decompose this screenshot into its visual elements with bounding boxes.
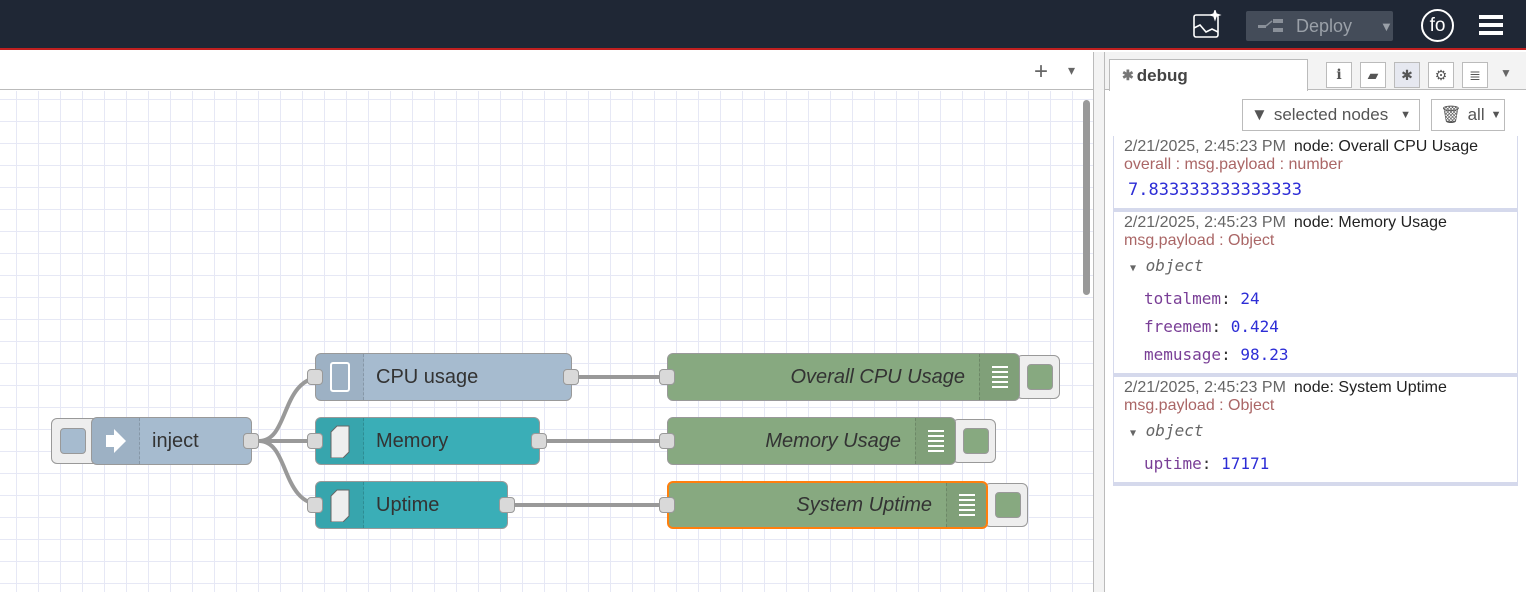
add-flow-button[interactable]: + (1034, 58, 1049, 85)
deploy-button[interactable]: Deploy ▼ (1246, 11, 1393, 41)
list-icon (946, 483, 986, 527)
node-debug-overall-cpu[interactable]: Overall CPU Usage (667, 353, 1020, 401)
book-icon: ▰ (1367, 66, 1379, 83)
memory-input-port[interactable] (307, 433, 323, 449)
cpu-output-port[interactable] (563, 369, 579, 385)
info-icon: i (1336, 67, 1342, 83)
sidebar: ✱debug i ▰ ✱ ⚙ ≣ ▼ ▼selected nodes▼ 🗑all… (1105, 52, 1526, 592)
info-tab-button[interactable]: i (1326, 62, 1352, 88)
debug-toggle-button[interactable] (1016, 355, 1060, 399)
wire-inject-uptime (258, 439, 324, 507)
config-tab-button[interactable]: ⚙ (1428, 62, 1454, 88)
flow-canvas[interactable]: inject CPU usage Memory Uptime Overall C… (0, 91, 1093, 592)
deploy-label: Deploy (1296, 15, 1353, 36)
trash-icon: 🗑 (1440, 105, 1462, 124)
tab-debug[interactable]: ✱debug (1109, 59, 1308, 91)
caret-down-icon: ▼ (1130, 428, 1137, 439)
header-bar: Deploy ▼ fo (0, 0, 1526, 50)
filter-icon: ▼ (1251, 105, 1268, 124)
object-property: uptime: 17171 (1144, 454, 1270, 473)
server-icon (316, 482, 364, 528)
flow-list-dropdown[interactable]: ▾ (1068, 62, 1076, 78)
node-uptime[interactable]: Uptime (315, 481, 508, 529)
server-icon (316, 418, 364, 464)
arrow-right-icon (92, 418, 140, 464)
object-property: totalmem: 24 (1144, 289, 1260, 308)
object-property: memusage: 98.23 (1144, 345, 1289, 364)
debug-filter-select[interactable]: ▼selected nodes▼ (1242, 99, 1420, 131)
chevron-down-icon: ▼ (1400, 109, 1411, 121)
debug-memory-input-port[interactable] (659, 433, 675, 449)
debug-uptime-input-port[interactable] (659, 497, 675, 513)
wire-inject-cpu (258, 375, 324, 443)
flow-image-icon[interactable] (1190, 8, 1224, 42)
debug-tab-button[interactable]: ✱ (1394, 62, 1420, 88)
debug-cpu-input-port[interactable] (659, 369, 675, 385)
help-tab-button[interactable]: ▰ (1360, 62, 1386, 88)
node-cpu-usage[interactable]: CPU usage (315, 353, 572, 401)
menu-icon[interactable] (1479, 14, 1503, 36)
cpu-input-port[interactable] (307, 369, 323, 385)
context-tab-button[interactable]: ≣ (1462, 62, 1488, 88)
node-inject[interactable]: inject (91, 417, 252, 465)
chevron-down-icon: ▼ (1490, 109, 1502, 121)
clear-debug-button[interactable]: 🗑all▼ (1431, 99, 1505, 131)
uptime-input-port[interactable] (307, 497, 323, 513)
bug-icon: ✱ (1401, 66, 1413, 83)
object-toggle[interactable]: ▼ object (1130, 256, 1204, 275)
database-icon: ≣ (1469, 66, 1481, 83)
deploy-dropdown-icon[interactable]: ▼ (1380, 18, 1393, 34)
sidebar-splitter[interactable] (1093, 52, 1105, 592)
canvas-scrollbar[interactable] (1083, 100, 1090, 295)
inject-output-port[interactable] (243, 433, 259, 449)
gear-icon: ⚙ (1434, 66, 1448, 83)
uptime-output-port[interactable] (499, 497, 515, 513)
sidebar-tabs-dropdown-icon[interactable]: ▼ (1500, 66, 1512, 80)
chip-icon (316, 354, 364, 400)
object-property: freemem: 0.424 (1144, 317, 1279, 336)
caret-down-icon: ▼ (1130, 263, 1137, 274)
node-debug-system-uptime[interactable]: System Uptime (667, 481, 988, 529)
user-avatar[interactable]: fo (1421, 9, 1454, 42)
list-icon (979, 354, 1019, 400)
list-icon (915, 418, 955, 464)
node-debug-memory-usage[interactable]: Memory Usage (667, 417, 956, 465)
workspace-tab-bar: + ▾ (0, 52, 1093, 90)
debug-toggle-button[interactable] (984, 483, 1028, 527)
memory-output-port[interactable] (531, 433, 547, 449)
object-toggle[interactable]: ▼ object (1130, 421, 1204, 440)
node-memory[interactable]: Memory (315, 417, 540, 465)
debug-toggle-button[interactable] (952, 419, 996, 463)
bug-icon: ✱ (1122, 67, 1134, 83)
deploy-icon (1258, 19, 1283, 32)
